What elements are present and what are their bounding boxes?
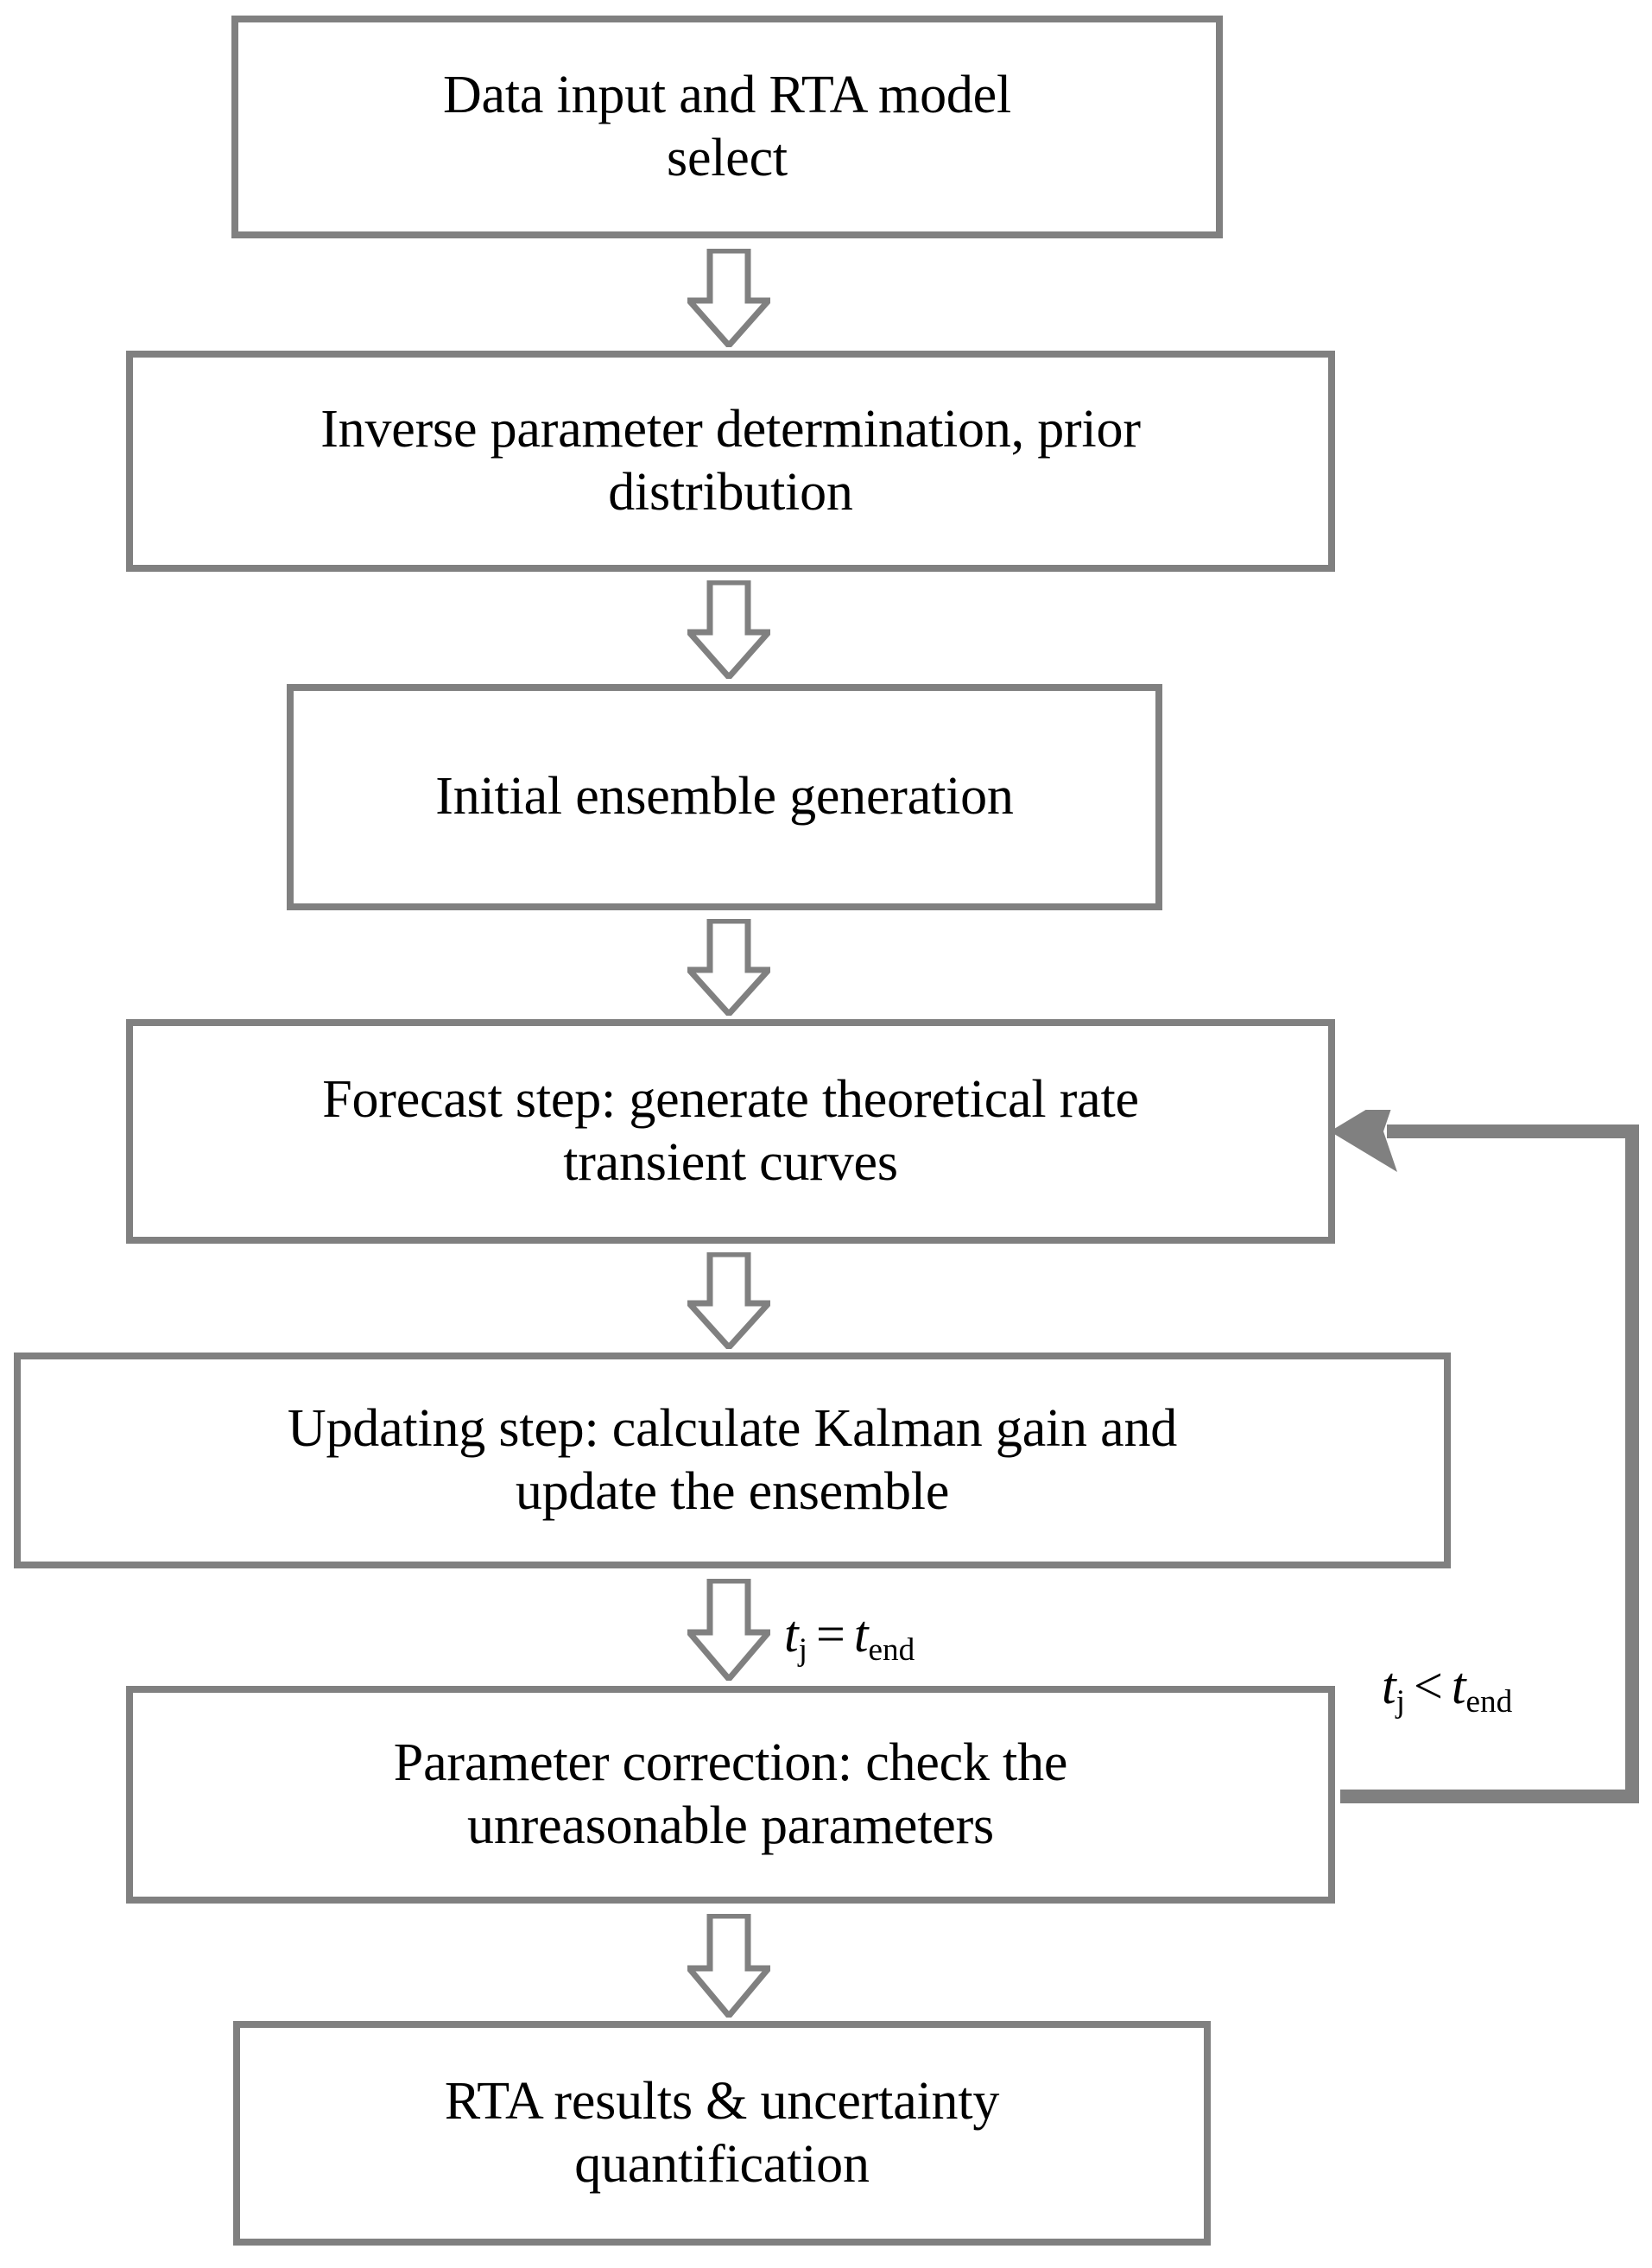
edge-label-t-less-than-tend: tj<tend	[1382, 1657, 1513, 1720]
down-arrow-icon-forecast-to-updating	[687, 1252, 770, 1349]
edge-label-t-equals-tend: tj=tend	[784, 1606, 915, 1669]
node-label: Initial ensemble generation	[435, 767, 1014, 827]
flowchart-node-forecast-step[interactable]: Forecast step: generate theoretical rate…	[126, 1019, 1335, 1244]
down-arrow-icon-inverse-to-ensemble	[687, 580, 770, 679]
node-label: Updating step: calculate Kalman gain and…	[287, 1398, 1178, 1521]
down-arrow-icon-updating-to-correction	[687, 1579, 770, 1681]
feedback-loop-arrow-correction-to-forecast	[1330, 1110, 1652, 1818]
down-arrow-icon-correction-to-results	[687, 1914, 770, 2018]
node-label: Forecast step: generate theoretical rate…	[322, 1069, 1139, 1192]
flowchart-node-updating-step[interactable]: Updating step: calculate Kalman gain and…	[14, 1353, 1451, 1568]
down-arrow-icon-ensemble-to-forecast	[687, 919, 770, 1016]
down-arrow-icon-input-to-inverse	[687, 249, 770, 347]
flowchart-node-initial-ensemble[interactable]: Initial ensemble generation	[287, 684, 1162, 910]
